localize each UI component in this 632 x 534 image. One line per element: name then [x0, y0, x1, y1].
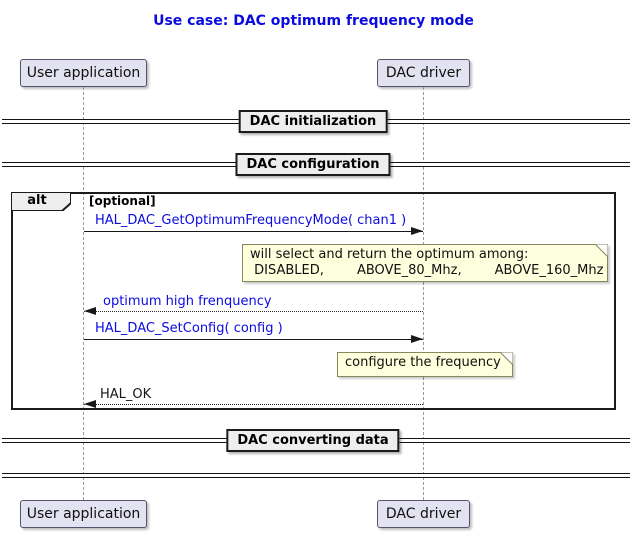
- return-arrow-line: [84, 404, 423, 405]
- note-line: will select and return the optimum among…: [250, 247, 529, 262]
- alt-frame: [11, 192, 616, 410]
- note-configure-frequency: configure the frequency: [337, 352, 513, 377]
- divider-dac-configuration: DAC configuration: [235, 153, 391, 176]
- arrowhead-left-icon: [84, 400, 96, 408]
- divider-dac-initialization: DAC initialization: [238, 110, 388, 133]
- note-optimum-selection: will select and return the optimum among…: [242, 244, 608, 282]
- participant-label: DAC driver: [385, 506, 462, 522]
- lifeline-user-application: [83, 87, 84, 500]
- return-arrow-line: [84, 311, 423, 312]
- participant-dac-driver-bottom: DAC driver: [377, 500, 470, 528]
- note-line: configure the frequency: [345, 355, 501, 370]
- arrowhead-right-icon: [411, 335, 423, 343]
- divider-dac-converting-data: DAC converting data: [226, 429, 400, 452]
- participant-user-application-top: User application: [20, 59, 147, 87]
- arrowhead-right-icon: [411, 227, 423, 235]
- participant-label: User application: [26, 65, 141, 81]
- arrowhead-left-icon: [84, 307, 96, 315]
- alt-operator-label: alt: [27, 193, 47, 208]
- participant-label: User application: [26, 506, 141, 522]
- message-return-hal-ok: HAL_OK: [100, 387, 152, 402]
- message-arrow-line: [84, 339, 423, 340]
- participant-dac-driver-top: DAC driver: [377, 59, 470, 87]
- message-arrow-line: [84, 231, 423, 232]
- alt-guard-label: [optional]: [89, 194, 156, 208]
- divider-line-unlabeled: [2, 473, 630, 478]
- message-return-optimum-frequency: optimum high frenquency: [103, 294, 272, 309]
- participant-label: DAC driver: [385, 65, 462, 81]
- participant-user-application-bottom: User application: [20, 500, 147, 528]
- alt-operator-shape: [11, 192, 71, 211]
- note-line: DISABLED, ABOVE_80_Mhz, ABOVE_160_Mhz: [250, 263, 604, 278]
- lifeline-dac-driver: [423, 87, 424, 500]
- diagram-title: Use case: DAC optimum frequency mode: [153, 13, 474, 29]
- message-set-config: HAL_DAC_SetConfig( config ): [95, 321, 283, 336]
- message-get-optimum-frequency-mode: HAL_DAC_GetOptimumFrequencyMode( chan1 ): [95, 213, 407, 228]
- note-fold-icon: [595, 244, 608, 257]
- note-fold-icon: [500, 352, 513, 365]
